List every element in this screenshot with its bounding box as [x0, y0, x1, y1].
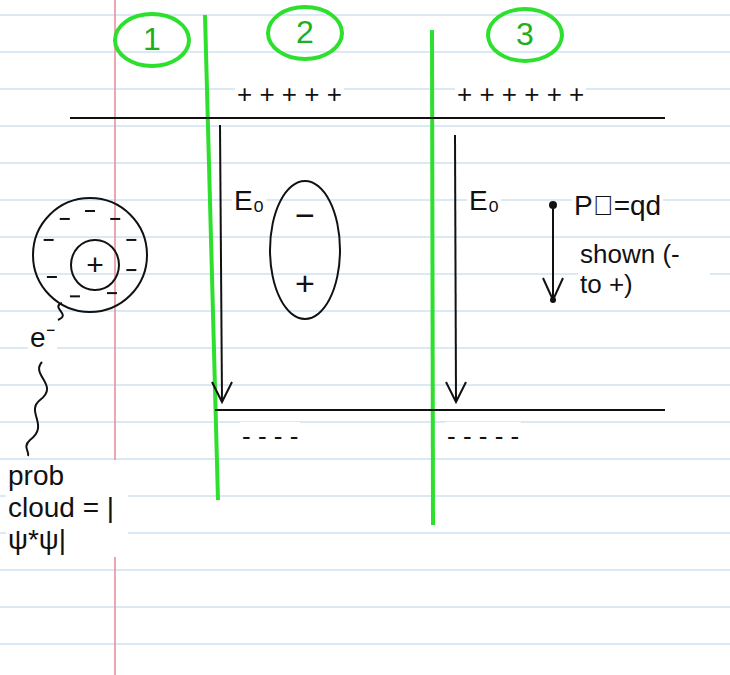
field-label: E₀ [467, 185, 501, 217]
ruled-line [0, 606, 730, 607]
field-arrow [220, 125, 222, 400]
top-plate [70, 117, 665, 119]
charge-label: - - - - [240, 422, 300, 452]
minus-charge [60, 218, 70, 220]
bottom-plate [215, 409, 665, 411]
ruled-line [0, 569, 730, 570]
arrowhead [543, 278, 563, 300]
section-number-text: 3 [516, 18, 534, 52]
divider-line [432, 30, 433, 525]
dipole-arrow [552, 205, 554, 298]
electron-cloud [33, 198, 147, 312]
ruled-lines [0, 15, 730, 644]
leader-line [58, 303, 63, 320]
arrowhead [212, 382, 232, 402]
minus-charge [47, 276, 57, 278]
minus-charge [110, 218, 120, 220]
field-label: E₀ [232, 185, 266, 217]
ruled-line [0, 421, 730, 422]
section-number: 2 [266, 5, 344, 61]
ruled-line [0, 236, 730, 237]
charge-label: + + + + + + [455, 80, 586, 110]
ruled-line [0, 162, 730, 163]
charge-label: - - - - - [445, 422, 521, 452]
section-number: 3 [486, 7, 564, 63]
section-number-text: 2 [296, 16, 314, 50]
electron-label: e⁻ [28, 322, 57, 354]
minus-charge [70, 295, 80, 297]
nucleus-text: + [86, 249, 104, 281]
ruled-line [0, 51, 730, 52]
dipole-ellipse: −+ [269, 180, 341, 320]
section-number: 1 [113, 12, 191, 68]
nucleus: + [70, 239, 120, 292]
divider-line [205, 15, 218, 500]
minus-charge [126, 239, 136, 241]
cloud-charges [44, 211, 137, 296]
minus-charge [85, 210, 95, 212]
ruled-line [0, 310, 730, 311]
minus-charge [107, 292, 117, 294]
section-number-text: 1 [143, 23, 161, 57]
ruled-line [0, 384, 730, 385]
arrowhead [446, 382, 466, 402]
leader-line [26, 362, 47, 456]
dipole-label: P⃗=qd [572, 190, 663, 222]
ruled-line [0, 643, 730, 644]
ruled-line [0, 125, 730, 126]
dipole-ellipse-text: + [295, 266, 315, 302]
minus-charge [44, 239, 54, 241]
note-text: shown (- to +) [578, 240, 710, 300]
margin-line [114, 0, 116, 675]
charge-label: + + + + + [235, 80, 344, 110]
dipole-ellipse-text: − [295, 198, 315, 234]
note-text: prob cloud = |ψ*ψ| [6, 460, 128, 557]
field-arrow [455, 135, 456, 400]
ruled-line [0, 88, 730, 89]
ruled-line [0, 347, 730, 348]
minus-charge [126, 269, 136, 271]
dipole-dot [550, 297, 556, 303]
ruled-line [0, 14, 730, 15]
